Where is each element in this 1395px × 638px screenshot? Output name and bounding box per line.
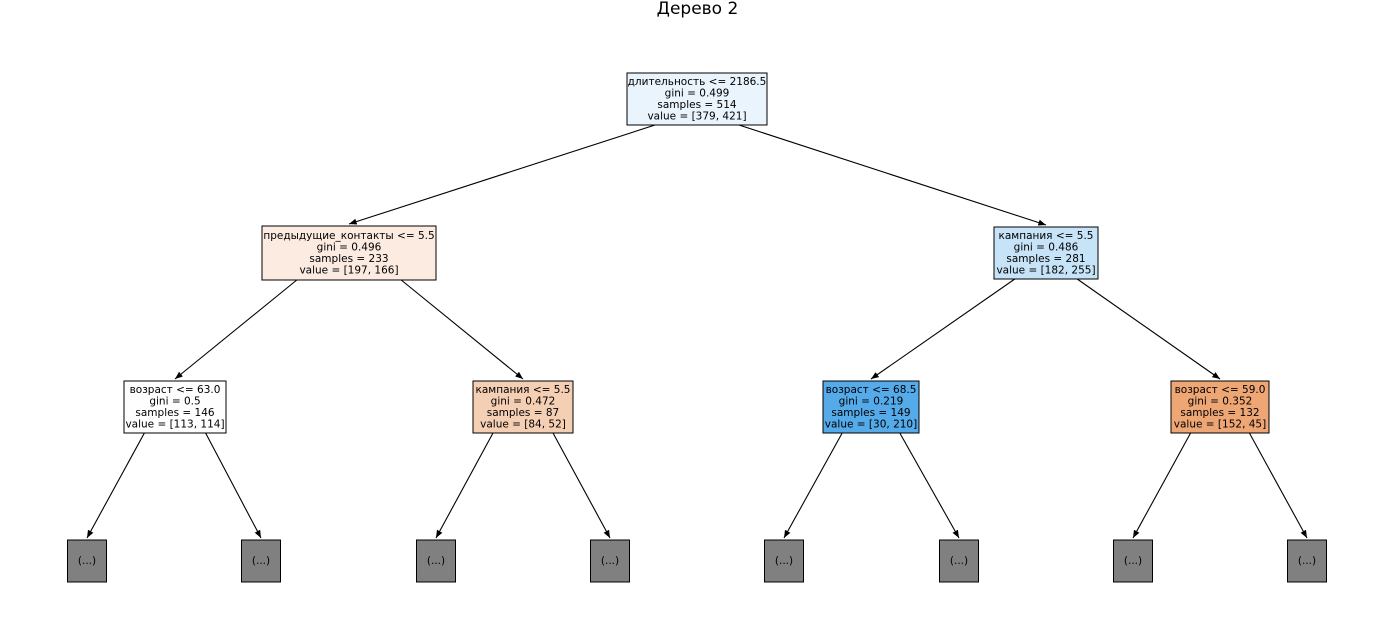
tree-leaf-l6: (...) (939, 539, 979, 583)
tree-leaf-l5: (...) (764, 539, 804, 583)
node-box (764, 539, 804, 583)
node-line: samples = 132 (1180, 407, 1259, 419)
node-box (1113, 539, 1153, 583)
node-line: value = [84, 52] (480, 418, 566, 430)
node-line: возраст <= 63.0 (130, 384, 221, 396)
node-box (261, 225, 437, 281)
node-line: value = [379, 421] (647, 110, 746, 122)
diagram-title: Дерево 2 (657, 0, 739, 19)
node-line: возраст <= 59.0 (1175, 384, 1266, 396)
node-line: (...) (252, 555, 270, 567)
edges-layer (86, 124, 1308, 539)
node-line: gini = 0.499 (665, 87, 730, 99)
node-line: предыдущие_контакты <= 5.5 (263, 230, 434, 242)
tree-leaf-l2: (...) (241, 539, 281, 583)
node-line: value = [113, 114] (125, 418, 224, 430)
node-box (822, 380, 920, 434)
node-line: value = [30, 210] (825, 418, 917, 430)
node-line: кампания <= 5.5 (999, 230, 1094, 242)
node-line: возраст <= 68.5 (826, 384, 917, 396)
node-line: samples = 281 (1006, 253, 1085, 265)
node-line: длительность <= 2186.5 (628, 76, 767, 88)
node-line: (...) (775, 555, 793, 567)
tree-leaf-l8: (...) (1287, 539, 1327, 583)
edge-n4-l3 (435, 432, 494, 539)
node-box (1170, 380, 1270, 434)
node-line: samples = 146 (135, 407, 214, 419)
node-line: samples = 87 (487, 407, 559, 419)
tree-leaf-l4: (...) (590, 539, 630, 583)
node-line: gini = 0.486 (1014, 241, 1079, 253)
node-line: (...) (1124, 555, 1142, 567)
node-line: gini = 0.496 (317, 241, 382, 253)
edge-n6-l7 (1132, 432, 1192, 539)
node-box (1287, 539, 1327, 583)
node-box (123, 380, 227, 434)
node-box (939, 539, 979, 583)
node-box (67, 539, 107, 583)
node-box (993, 226, 1099, 280)
node-line: (...) (601, 555, 619, 567)
edge-n1-n4 (400, 279, 524, 380)
tree-leaf-l1: (...) (67, 539, 107, 583)
node-line: value = [182, 255] (996, 264, 1095, 276)
node-line: samples = 514 (657, 99, 736, 111)
node-line: samples = 149 (831, 407, 910, 419)
node-box (626, 72, 768, 126)
tree-leaf-l7: (...) (1113, 539, 1153, 583)
node-line: gini = 0.472 (491, 395, 556, 407)
node-line: gini = 0.5 (149, 395, 200, 407)
edge-root-n1 (348, 124, 656, 225)
edge-n2-n5 (870, 278, 1016, 380)
edge-n4-l4 (552, 432, 611, 539)
edge-n3-l1 (86, 432, 145, 539)
edge-n5-l5 (783, 432, 843, 539)
node-line: value = [152, 45] (1174, 418, 1266, 430)
node-line: (...) (78, 555, 96, 567)
node-line: (...) (950, 555, 968, 567)
node-box (472, 380, 574, 434)
node-line: (...) (1298, 555, 1316, 567)
edge-n6-l8 (1248, 432, 1308, 539)
edge-n5-l6 (899, 432, 960, 539)
node-box (241, 539, 281, 583)
node-line: gini = 0.352 (1188, 395, 1253, 407)
node-box (416, 539, 456, 583)
edge-root-n2 (738, 124, 1047, 226)
node-line: gini = 0.219 (839, 395, 904, 407)
tree-leaf-l3: (...) (416, 539, 456, 583)
node-line: кампания <= 5.5 (476, 384, 571, 396)
node-line: samples = 233 (309, 253, 388, 265)
node-box (590, 539, 630, 583)
edge-n3-l2 (205, 432, 262, 539)
node-line: value = [197, 166] (299, 264, 398, 276)
edge-n1-n3 (174, 279, 298, 380)
node-line: (...) (427, 555, 445, 567)
edge-n2-n6 (1076, 278, 1221, 380)
